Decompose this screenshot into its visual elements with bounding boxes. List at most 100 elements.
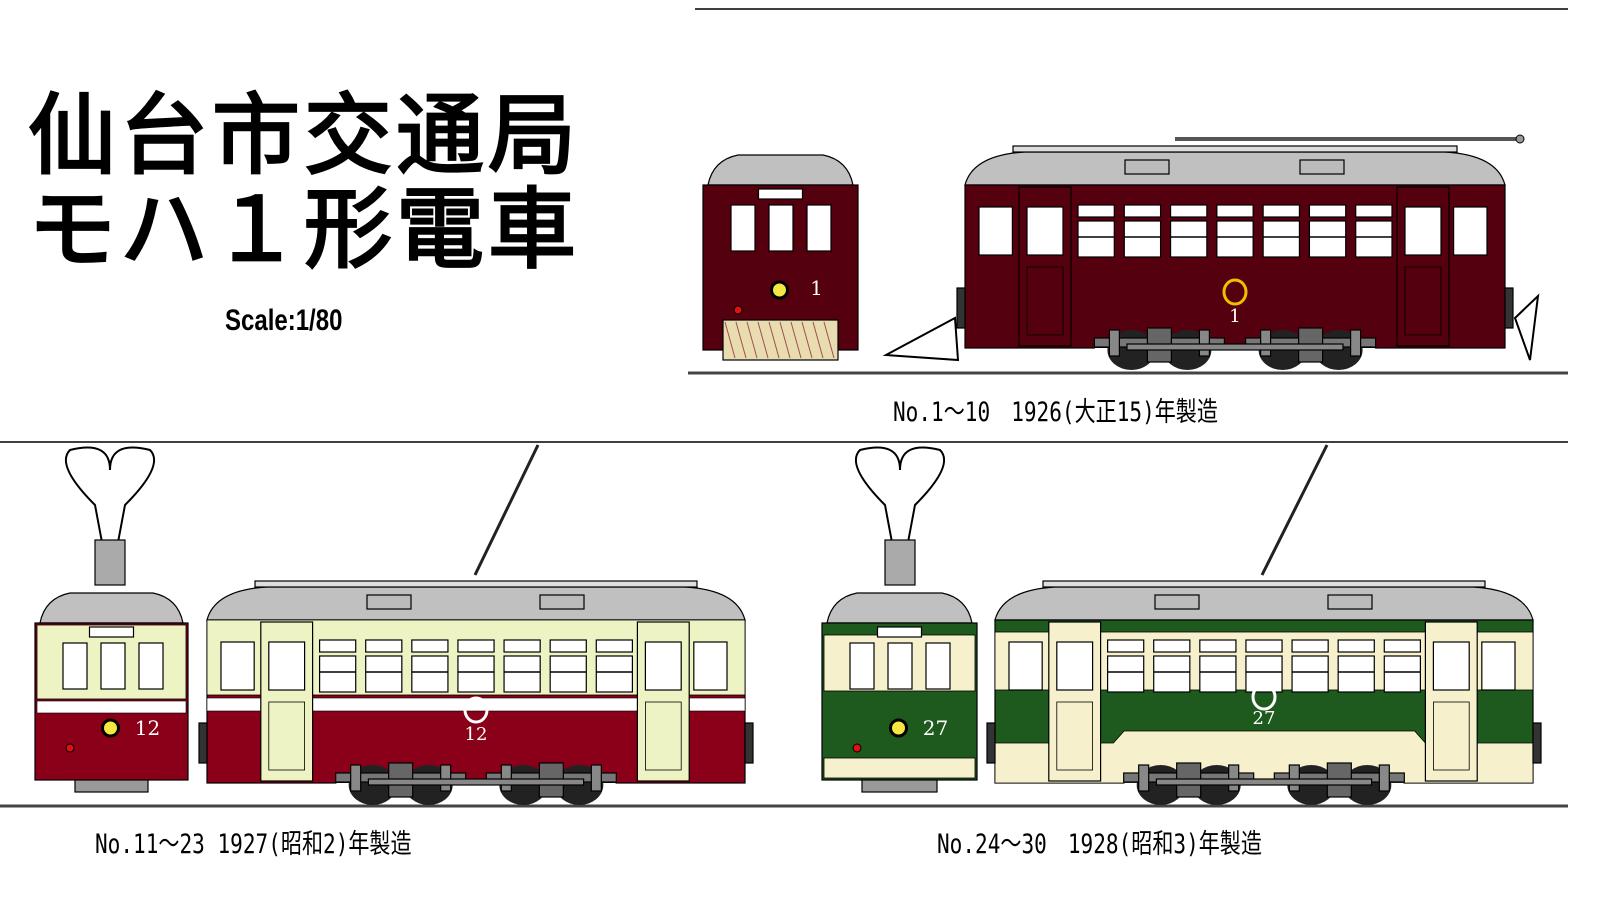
door-panel <box>1433 701 1470 771</box>
fender-mesh <box>790 321 802 359</box>
car-number: 12 <box>465 724 488 745</box>
caption-no1-10: No.1〜10 1926(大正15)年製造 <box>893 397 1218 428</box>
body-stripe <box>36 700 187 714</box>
front-view-car-1: 1 <box>702 154 859 361</box>
headlight <box>770 280 789 300</box>
side-window <box>595 655 633 693</box>
roof <box>994 586 1534 621</box>
side-window <box>1077 220 1115 258</box>
snow-plow <box>1513 293 1540 361</box>
fender-mesh <box>779 321 791 359</box>
snow-plow <box>882 316 960 362</box>
spring <box>1259 329 1272 357</box>
tail-light <box>65 743 75 753</box>
side-window <box>365 655 403 693</box>
fender-mesh <box>801 321 813 359</box>
skirt-band <box>823 757 976 779</box>
car-number: 27 <box>1253 708 1276 729</box>
roof-board <box>1042 580 1486 588</box>
ventilator <box>1327 594 1373 610</box>
front-window <box>768 204 794 252</box>
coupler <box>744 722 754 764</box>
trolley-base <box>94 539 126 586</box>
side-window <box>1153 655 1191 693</box>
ventilator <box>1299 159 1345 175</box>
roof-board <box>1012 145 1458 153</box>
caption-no11-23: No.11〜23 1927(昭和2)年製造 <box>95 829 412 860</box>
spring <box>1349 329 1362 357</box>
upper-window <box>1308 204 1347 218</box>
spring <box>1288 764 1300 792</box>
end-window <box>1008 641 1043 691</box>
tail-light <box>852 743 862 753</box>
side-view-car-12: 12 <box>198 580 754 805</box>
side-window <box>503 655 541 693</box>
side-window <box>1216 220 1254 258</box>
side-window <box>1245 655 1283 693</box>
side-window <box>1355 220 1393 258</box>
door-panel <box>1404 266 1442 336</box>
upper-window <box>1077 204 1115 218</box>
coupler <box>956 287 966 329</box>
front-window <box>887 642 913 690</box>
trolley-base <box>884 539 916 586</box>
side-window <box>1337 655 1375 693</box>
upper-window <box>549 639 587 653</box>
destination-board <box>88 626 135 638</box>
trolley-pole <box>473 444 540 576</box>
side-window <box>1308 220 1347 258</box>
spring <box>1228 764 1240 792</box>
side-window <box>319 655 357 693</box>
roof <box>826 592 973 624</box>
city-emblem <box>1222 278 1248 306</box>
front-window <box>925 642 951 690</box>
front-view-car-27: 27 <box>821 592 978 807</box>
fender-frame <box>861 779 938 793</box>
fender-mesh <box>757 321 769 359</box>
car-number: 12 <box>135 716 160 740</box>
roof <box>206 586 746 621</box>
spring <box>1138 764 1150 792</box>
spring <box>440 764 452 792</box>
fender-mesh <box>823 321 835 359</box>
roof <box>707 154 854 186</box>
fender-mesh <box>812 321 824 359</box>
door-window <box>1026 206 1064 256</box>
trolley-pole-front-view <box>855 446 945 586</box>
upper-window <box>1245 639 1283 653</box>
front-window <box>849 642 875 690</box>
front-window <box>730 204 756 252</box>
fender-mesh <box>746 321 758 359</box>
bogie <box>1123 762 1255 805</box>
end-window <box>1481 641 1516 691</box>
spring <box>350 764 362 792</box>
door-window <box>644 641 682 691</box>
door-panel <box>645 701 682 771</box>
side-window <box>549 655 587 693</box>
headlight <box>889 718 908 738</box>
ventilator <box>1124 159 1170 175</box>
upper-window <box>1153 639 1191 653</box>
coupler <box>1532 722 1542 764</box>
caption-no24-30: No.24〜30 1928(昭和3)年製造 <box>937 829 1262 860</box>
fender-frame <box>74 779 149 793</box>
upper-window <box>1291 639 1329 653</box>
upper-window <box>1383 639 1422 653</box>
upper-window <box>457 639 495 653</box>
side-window <box>457 655 495 693</box>
spring <box>500 764 512 792</box>
upper-window <box>1199 639 1237 653</box>
side-window <box>1291 655 1329 693</box>
upper-window <box>319 639 357 653</box>
trolley-pole-loop <box>65 446 155 586</box>
fender-lifeguard <box>722 319 839 361</box>
side-beam <box>367 778 585 786</box>
door-panel <box>1026 266 1064 336</box>
destination-board <box>876 626 923 638</box>
coupler <box>198 722 208 764</box>
trolley-pole-front-view <box>65 446 155 586</box>
upper-window <box>1216 204 1254 218</box>
front-window <box>138 642 164 690</box>
door-window <box>1432 641 1470 691</box>
